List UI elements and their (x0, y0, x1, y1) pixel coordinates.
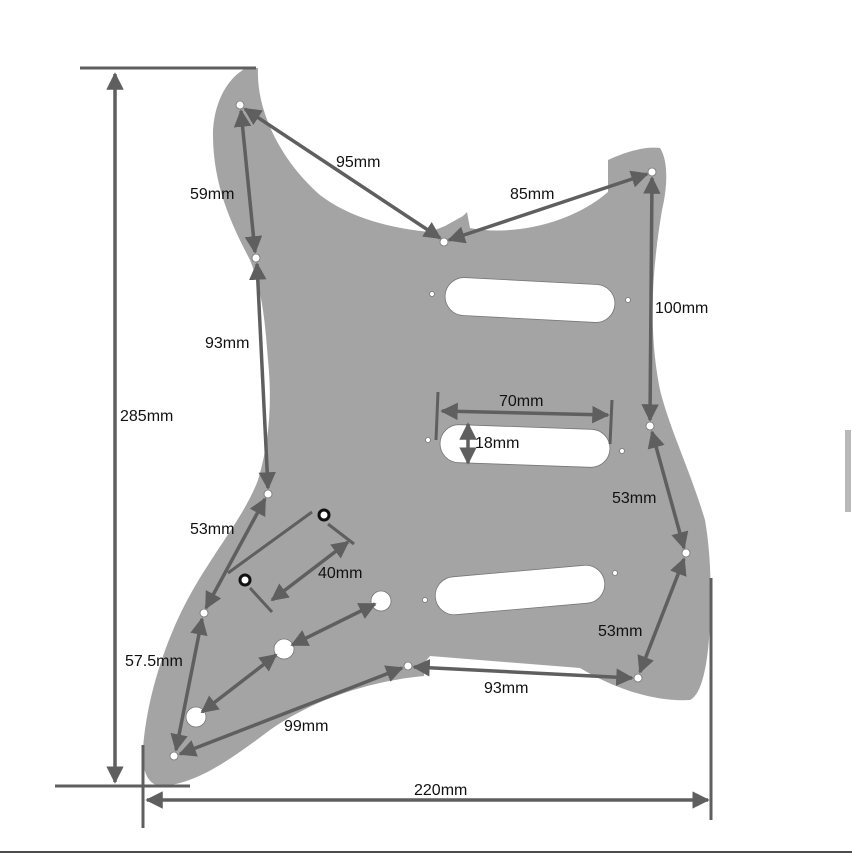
label-right-upper: 100mm (655, 300, 708, 317)
label-top-horn-to-neck: 95mm (336, 154, 380, 171)
label-switch: 40mm (318, 565, 362, 582)
edge-hatch (845, 430, 851, 512)
label-left-side: 93mm (205, 335, 249, 352)
label-width-total: 220mm (414, 782, 467, 799)
label-bottom-diag: 99mm (284, 718, 328, 735)
mounting-holes (169, 100, 691, 761)
pickup-slot-neck (444, 277, 616, 323)
label-pickup-width: 18mm (475, 435, 519, 452)
label-pickup-length: 70mm (499, 393, 543, 410)
label-neck-to-top-right: 85mm (510, 186, 554, 203)
label-right-middle: 53mm (612, 490, 656, 507)
label-height-total: 285mm (120, 408, 173, 425)
pickup-slot-middle (439, 424, 611, 468)
label-top-horn-to-side: 59mm (190, 186, 234, 203)
pickup-slot-bridge (434, 564, 606, 616)
pickguard-shape (142, 68, 711, 786)
label-left-lower: 53mm (190, 521, 234, 538)
label-right-lower: 53mm (598, 623, 642, 640)
label-bottom-right: 93mm (484, 680, 528, 697)
label-bottom-left: 57.5mm (125, 653, 183, 670)
dimension-arrows (106, 72, 710, 809)
